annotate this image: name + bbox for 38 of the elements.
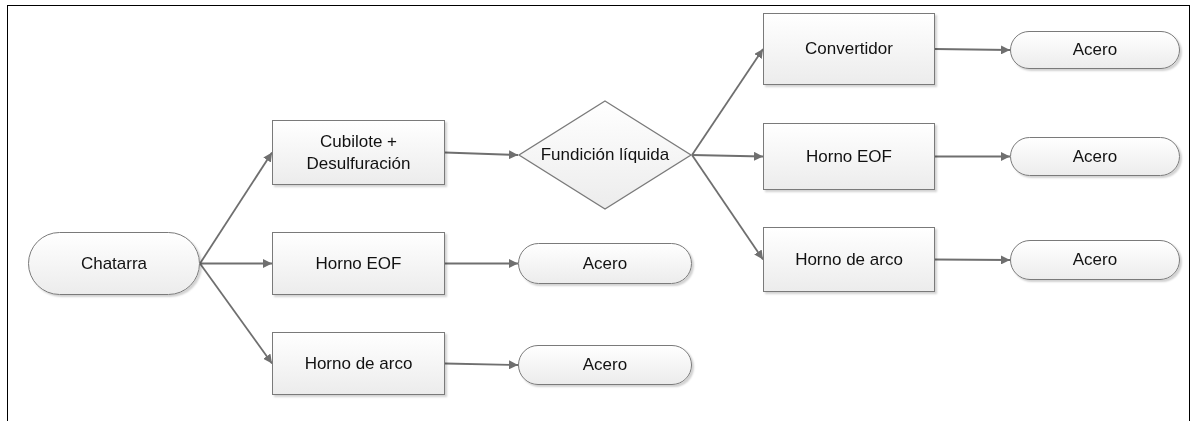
terminal-pill: [1010, 137, 1180, 176]
process-box: [763, 123, 935, 190]
process-box: [763, 227, 935, 292]
arrow: [444, 360, 519, 370]
process-box: [272, 332, 445, 395]
node-label: Chatarra: [79, 252, 149, 275]
node-label: Horno EOF: [805, 145, 893, 168]
node-label: Acero: [581, 354, 629, 376]
process-box: [763, 13, 935, 85]
terminal-pill: [28, 232, 200, 295]
node-label: Cubilote + Desulfuración: [305, 131, 412, 174]
arrow: [199, 259, 273, 268]
node-label: Horno de arco: [303, 352, 414, 375]
node-label: Convertidor: [804, 38, 894, 60]
arrow: [934, 45, 1011, 55]
process-box: [272, 232, 445, 295]
node-label: Horno EOF: [314, 252, 403, 275]
terminal-pill: [518, 243, 692, 284]
arrow: [199, 151, 273, 265]
node-label: Horno de arco: [794, 248, 904, 271]
decision-diamond: [518, 100, 692, 210]
terminal-pill: [518, 345, 692, 385]
arrow: [444, 259, 519, 268]
arrow: [934, 255, 1011, 265]
node-label: Acero: [1071, 249, 1119, 271]
terminal-pill: [1010, 31, 1180, 69]
arrow: [199, 262, 273, 365]
arrow: [934, 152, 1011, 161]
node-label: Acero: [581, 252, 629, 275]
terminal-pill: [1010, 240, 1180, 280]
arrow: [691, 48, 764, 156]
node-label: Fundición líquida: [539, 144, 671, 166]
node-label: Acero: [1071, 39, 1119, 61]
arrow: [691, 151, 764, 161]
process-box: [272, 120, 445, 185]
node-label: Acero: [1071, 145, 1119, 168]
arrow: [444, 150, 519, 160]
arrow: [691, 154, 764, 261]
